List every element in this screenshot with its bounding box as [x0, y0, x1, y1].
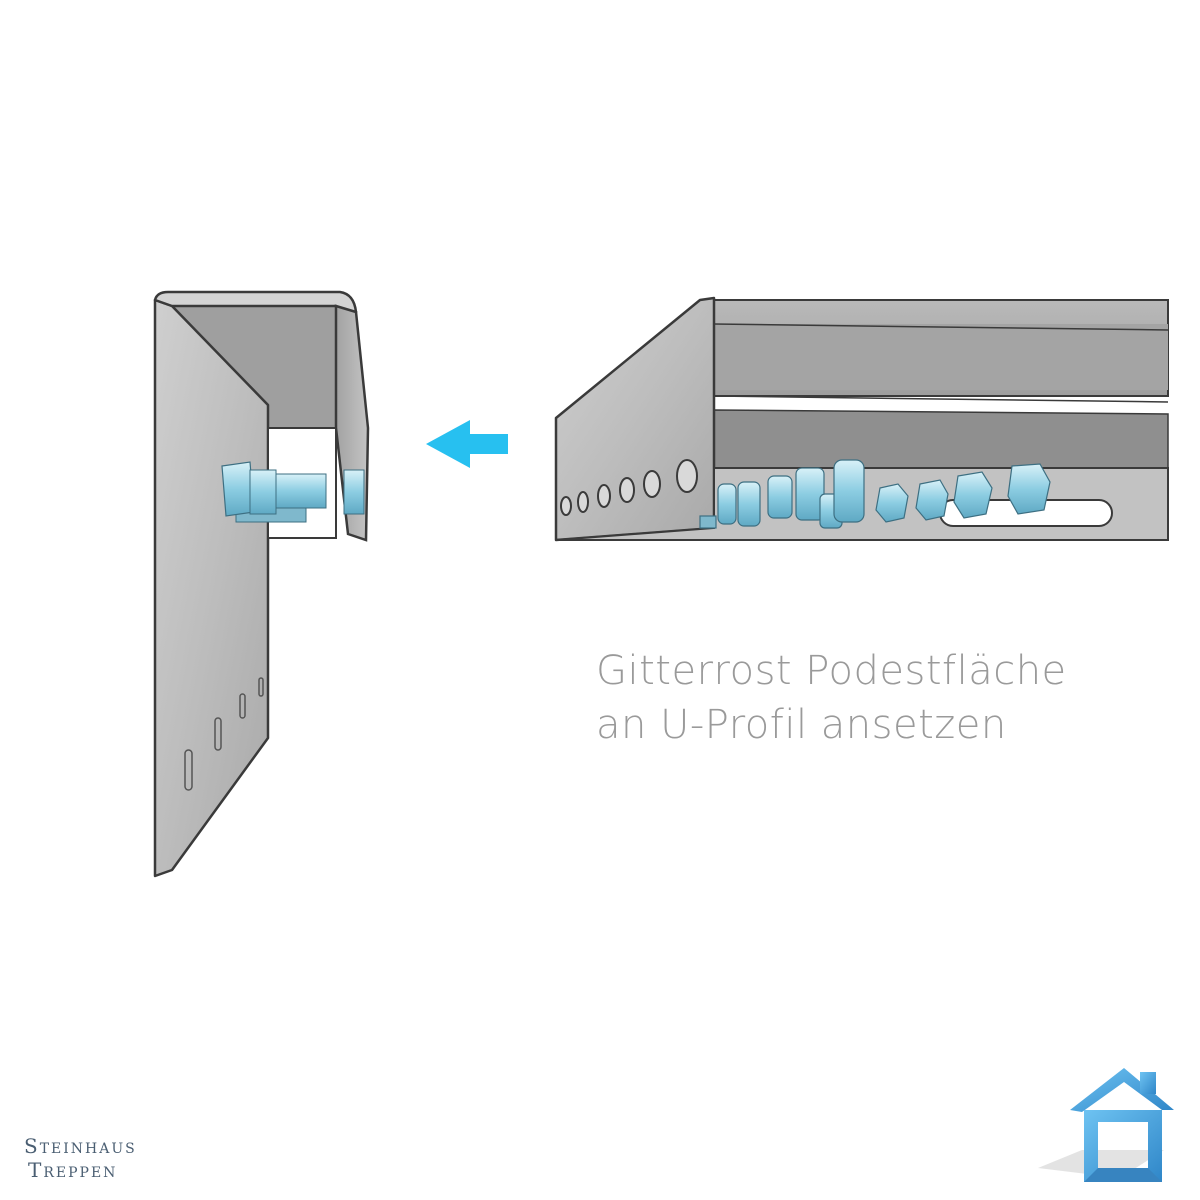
house-logo-icon — [1038, 1068, 1174, 1182]
grating-side-plate — [554, 296, 716, 542]
u-profile-slots — [184, 677, 264, 791]
brand-logo-text: Steinhaus Treppen — [24, 1134, 204, 1182]
brand-line-2: Treppen — [28, 1158, 118, 1182]
bolt-set-right — [699, 459, 1051, 529]
grating-channel — [713, 409, 1169, 471]
caption-line-1: Gitterrost Podestfläche — [596, 648, 1067, 694]
grating-holes — [560, 459, 698, 516]
instruction-caption: Gitterrost Podestfläche an U-Profil anse… — [596, 644, 1156, 752]
bolt-assembly-left — [221, 461, 365, 523]
arrow-left-icon — [426, 420, 508, 468]
u-profile — [153, 290, 370, 878]
brand-line-1: Steinhaus — [24, 1134, 137, 1158]
grating-landing — [554, 296, 1169, 542]
u-profile-web — [153, 298, 270, 878]
caption-line-2: an U-Profil ansetzen — [596, 702, 1007, 748]
